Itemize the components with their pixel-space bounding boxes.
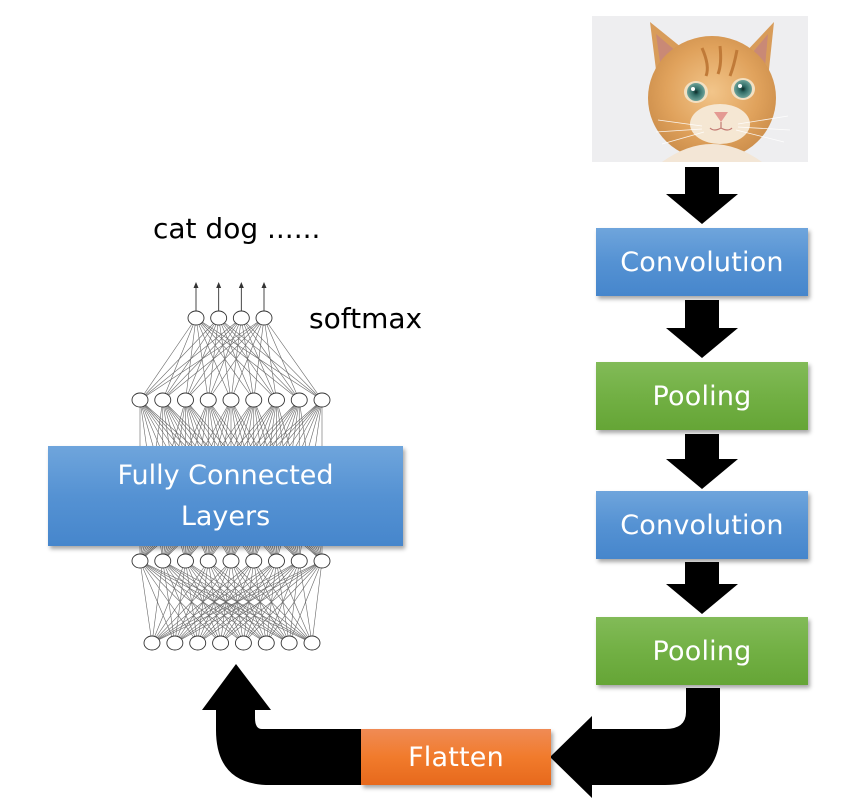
neuron-node [222, 392, 240, 408]
output-arrowhead [238, 282, 244, 288]
neuron-node [268, 392, 285, 408]
connection [151, 560, 232, 644]
connection [151, 560, 186, 644]
neuron-node [199, 553, 217, 569]
connection [139, 560, 153, 644]
neuron-node [268, 553, 285, 569]
convolution-label-2: Convolution [620, 509, 784, 541]
down-arrow-1 [666, 167, 738, 224]
connection [311, 560, 323, 644]
neuron-node [199, 392, 217, 408]
neuron-node [257, 635, 275, 651]
output-arrowhead [193, 282, 199, 288]
pooling-label-2: Pooling [652, 635, 752, 667]
neuron-node [280, 635, 298, 651]
fully-connected-box: Fully Connected Layers [48, 446, 403, 546]
neuron-node [234, 635, 252, 651]
neuron-node [154, 553, 172, 569]
arrow-pooling-to-flatten [550, 688, 720, 798]
neuron-node [303, 635, 321, 651]
connection [243, 560, 323, 644]
neuron-node [177, 553, 194, 569]
neuron-node [245, 392, 263, 408]
connection [151, 560, 277, 644]
neuron-node [187, 310, 205, 326]
connection [139, 317, 197, 401]
connection [139, 317, 219, 401]
connection [263, 317, 300, 401]
connection [151, 560, 209, 644]
connection [151, 560, 300, 644]
connection [263, 317, 277, 401]
neuron-node [222, 553, 240, 569]
neuron-node [177, 392, 194, 408]
neuron-node [313, 553, 331, 569]
connection [162, 317, 265, 401]
softmax-label: softmax [309, 302, 423, 335]
neuron-node [131, 392, 149, 408]
connection [220, 560, 323, 644]
connection [263, 317, 323, 401]
neuron-node [232, 310, 250, 326]
connection [208, 317, 265, 401]
connection [185, 317, 265, 401]
connection [174, 560, 323, 644]
neuron-node [210, 310, 228, 326]
flatten-box: Flatten [361, 729, 551, 785]
connection [197, 560, 323, 644]
connection [139, 317, 265, 401]
pooling-label-1: Pooling [652, 380, 752, 412]
connection [230, 317, 265, 401]
neuron-node [154, 392, 172, 408]
connection [151, 560, 254, 644]
convolution-box-1: Convolution [596, 228, 808, 296]
down-arrow-2 [666, 300, 738, 358]
neuron-node [166, 635, 184, 651]
connection [151, 560, 323, 644]
neuron-node [212, 635, 230, 651]
fully-connected-label-line1: Fully Connected [117, 460, 334, 491]
flatten-label: Flatten [408, 741, 504, 773]
connection [253, 317, 265, 401]
cat-image [592, 16, 808, 162]
neuron-node [245, 553, 263, 569]
pooling-box-2: Pooling [596, 617, 808, 685]
neuron-node [290, 553, 308, 569]
down-arrow-4 [666, 562, 738, 614]
neuron-node [189, 635, 207, 651]
cat-illustration [592, 16, 808, 162]
neuron-node [255, 310, 273, 326]
output-arrowhead [261, 282, 267, 288]
neuron-node [131, 553, 149, 569]
outputs-label: cat dog ...... [153, 212, 321, 245]
connection [266, 560, 323, 644]
connection [139, 317, 242, 401]
connection [151, 560, 164, 644]
neuron-node [313, 392, 331, 408]
arrow-flatten-to-fc [202, 664, 361, 785]
neuron-node [143, 635, 161, 651]
convolution-box-2: Convolution [596, 491, 808, 559]
convolution-label-1: Convolution [620, 246, 784, 278]
fully-connected-label-line2: Layers [180, 501, 271, 532]
output-arrowhead [216, 282, 222, 288]
connection [288, 560, 323, 644]
neuron-node [290, 392, 308, 408]
down-arrow-3 [666, 434, 738, 489]
pooling-box-1: Pooling [596, 362, 808, 430]
